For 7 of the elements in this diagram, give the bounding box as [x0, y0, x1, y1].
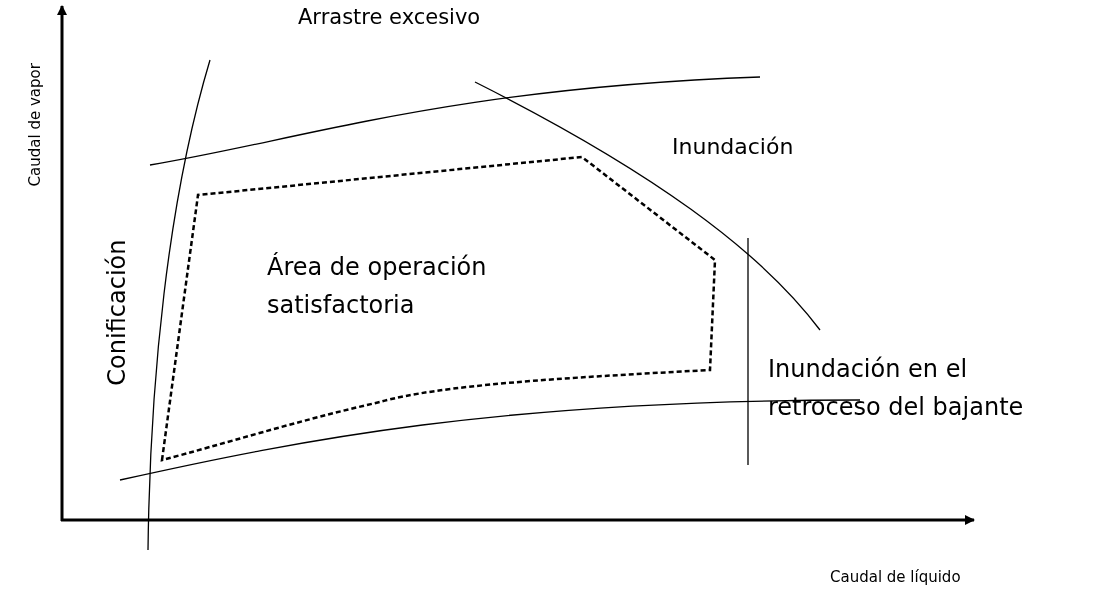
region-label: Inundación en el retroceso del bajante: [768, 354, 1025, 424]
region-label: Arrastre excesivo: [298, 4, 481, 31]
region-label: Inundación: [672, 133, 794, 161]
axis-title: Caudal de vapor: [25, 63, 45, 187]
region-label: Conificación: [102, 239, 133, 386]
axis-title: Caudal de líquido: [830, 568, 961, 588]
region-label: Área de operación satisfactoria: [267, 251, 488, 322]
